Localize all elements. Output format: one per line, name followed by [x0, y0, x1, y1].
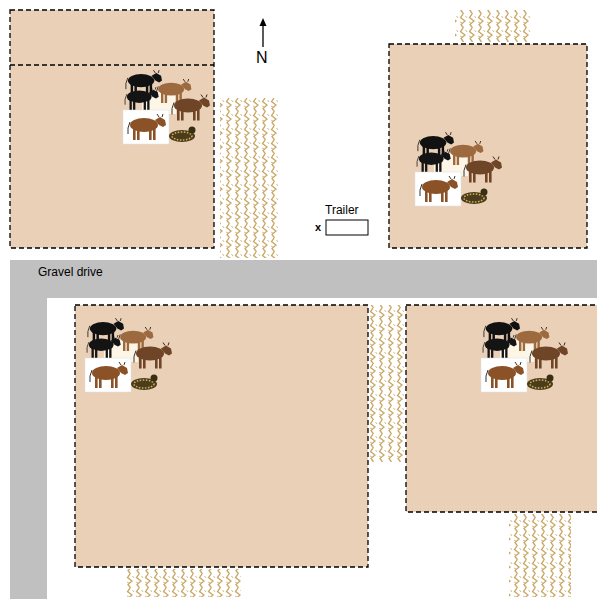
pasture [406, 305, 597, 512]
cattle-herd [415, 132, 502, 206]
hay [509, 514, 571, 597]
pasture [10, 10, 214, 248]
pasture [389, 44, 587, 248]
hay [125, 569, 241, 597]
cattle-herd [481, 318, 568, 392]
north-arrow [262, 24, 263, 47]
drive-label: Gravel drive [38, 266, 103, 278]
pasture [75, 305, 368, 567]
pastures [10, 10, 597, 567]
hay [455, 10, 531, 42]
hay [370, 305, 404, 462]
cattle-herd [85, 318, 172, 392]
north-arrowhead [260, 18, 267, 26]
fence-line [10, 64, 214, 65]
trailer [326, 220, 368, 235]
trailer-marker: x [315, 222, 321, 233]
cattle-herd [123, 70, 210, 144]
gravel-drive [10, 260, 597, 298]
hay-rows [125, 10, 571, 597]
gravel-drive [10, 260, 47, 599]
trailer-label: Trailer [325, 204, 359, 216]
hay [220, 98, 278, 258]
north-label: N [256, 50, 268, 66]
